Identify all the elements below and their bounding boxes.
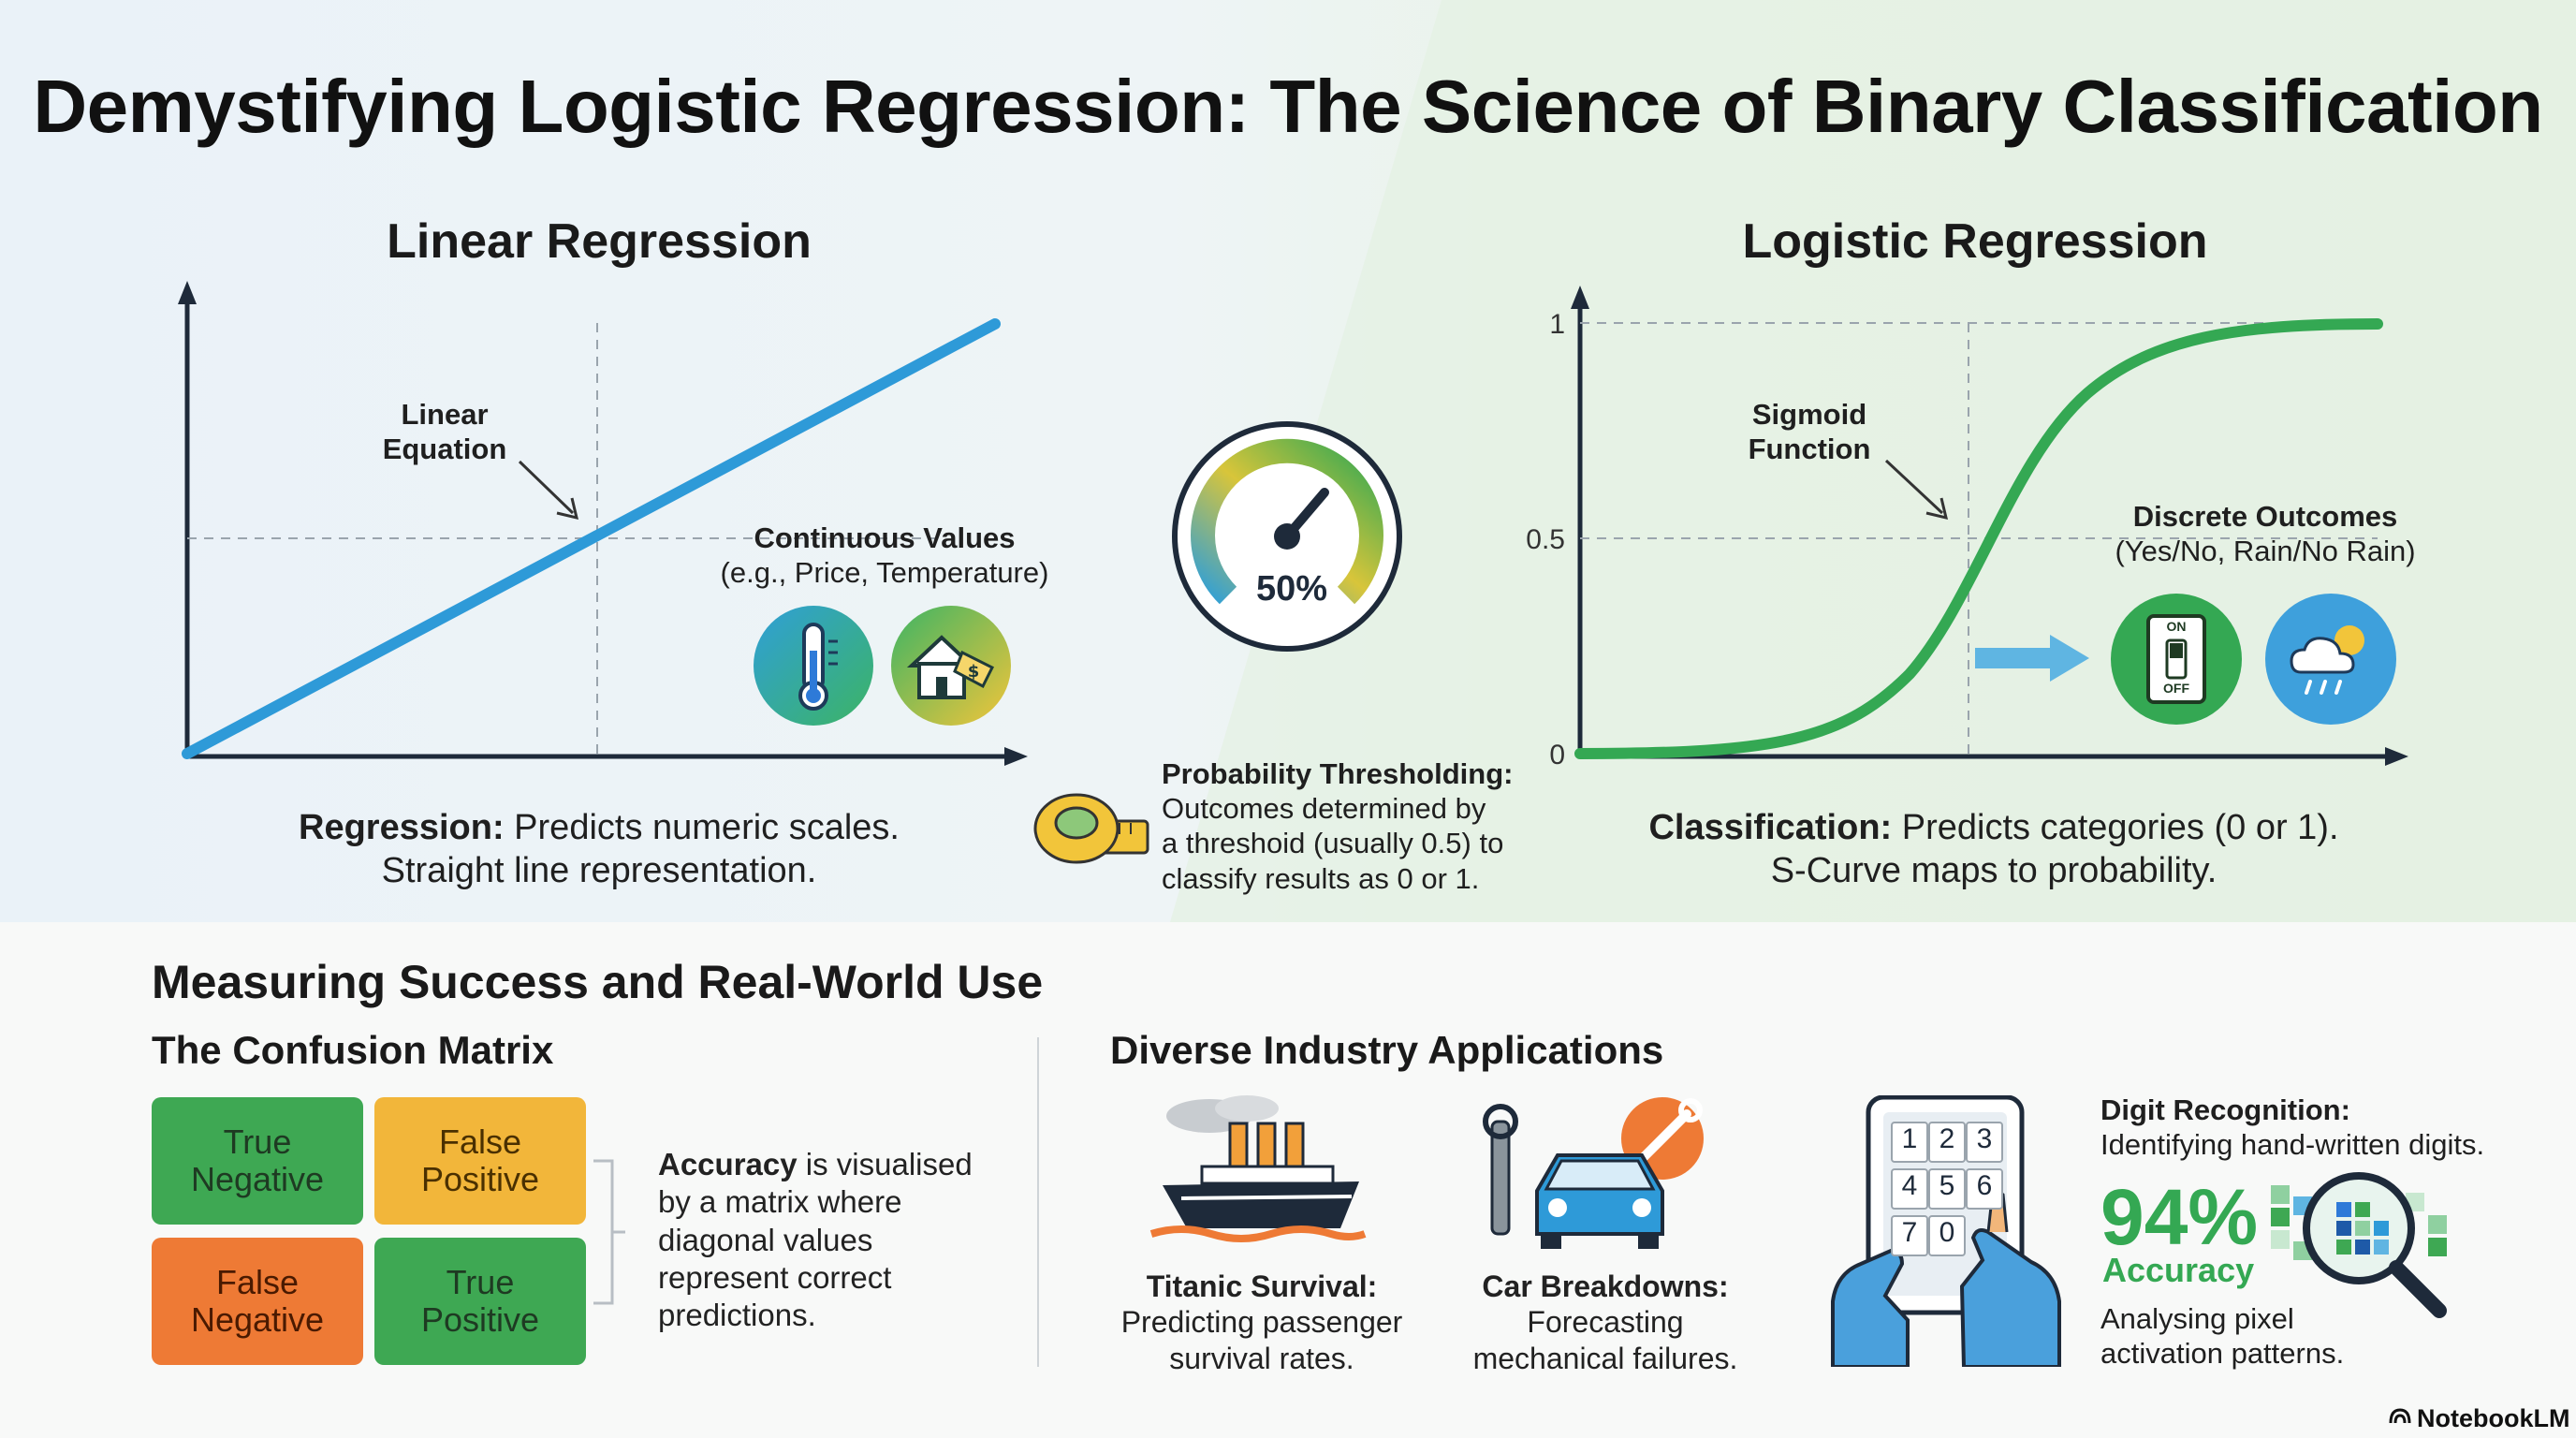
car-breakdowns-label: Car Breakdowns: Forecasting mechanical f… [1472, 1269, 1738, 1375]
accuracy-description: Accuracy is visualised by a matrix where… [658, 1147, 973, 1332]
section-title: Measuring Success and Real-World Use [152, 956, 1044, 1008]
accuracy-percentage: 94% [2100, 1173, 2259, 1261]
confusion-matrix-title: The Confusion Matrix [152, 1028, 554, 1072]
linear-title: Linear Regression [387, 214, 812, 269]
discrete-outcomes-label: Discrete Outcomes [2132, 500, 2398, 533]
y-tick-0: 0 [1549, 740, 1565, 770]
digit-recognition-text: Digit Recognition: Identifying hand-writ… [2100, 1093, 2485, 1162]
key-7: 7 [1891, 1215, 1928, 1256]
logistic-caption: Classification: Predicts categories (0 o… [1648, 808, 2339, 890]
logistic-chart [1571, 286, 2408, 766]
linear-chart [178, 281, 1028, 766]
notebooklm-logo-icon [2389, 1408, 2411, 1424]
linear-equation-label: Linear Equation [382, 398, 507, 466]
accuracy-percentage-label: Accuracy [2102, 1251, 2255, 1289]
logistic-title: Logistic Regression [1742, 214, 2208, 269]
tablet-keypad-illustration: 1 2 3 4 5 6 7 0 [1823, 1095, 2069, 1367]
y-tick-half: 0.5 [1526, 524, 1565, 555]
sigmoid-curve [1574, 318, 2383, 759]
discrete-outcomes-sub: (Yes/No, Rain/No Rain) [2115, 535, 2416, 567]
probability-gauge [1172, 421, 1402, 652]
switch-on-text: ON [2166, 619, 2187, 634]
matrix-bracket [593, 1159, 625, 1305]
key-3: 3 [1966, 1122, 2003, 1163]
pixel-magnifier-icon [2271, 1172, 2447, 1318]
linear-line [182, 318, 1001, 759]
section-divider [1037, 1037, 1039, 1367]
svg-text:$: $ [968, 662, 980, 682]
titanic-label: Titanic Survival: Predicting passenger s… [1120, 1269, 1403, 1375]
continuous-values-label: Continuous Values [754, 521, 1016, 554]
sigmoid-function-label: Sigmoid Function [1748, 398, 1871, 466]
key-6: 6 [1966, 1168, 2003, 1210]
on-off-switch-icon [2111, 594, 2242, 725]
key-1: 1 [1891, 1122, 1928, 1163]
continuous-values-sub: (e.g., Price, Temperature) [720, 556, 1049, 589]
key-5: 5 [1928, 1168, 1966, 1210]
measuring-tape-icon [1033, 793, 1149, 864]
key-4: 4 [1891, 1168, 1928, 1210]
linear-caption: Regression: Predicts numeric scales. Str… [299, 808, 900, 890]
titanic-ship-icon [1149, 1095, 1367, 1242]
page-title: Demystifying Logistic Regression: The Sc… [33, 65, 2543, 148]
switch-off-text: OFF [2163, 681, 2189, 696]
key-2: 2 [1928, 1122, 1966, 1163]
key-0: 0 [1928, 1215, 1966, 1256]
applications-title: Diverse Industry Applications [1110, 1028, 1664, 1072]
y-tick-1: 1 [1549, 309, 1565, 340]
car-wrench-icon [1483, 1097, 1704, 1249]
rain-sun-weather-icon [2265, 594, 2396, 725]
pixel-analysis-text: Analysing pixel activation patterns. [2100, 1302, 2345, 1371]
brand-label: NotebookLM [2417, 1404, 2570, 1432]
thermometer-icon [754, 606, 873, 726]
house-price-tag-icon: $ [891, 606, 1011, 726]
gauge-value: 50% [1255, 569, 1328, 609]
threshold-text: Probability Thresholding: Outcomes deter… [1162, 757, 1514, 895]
